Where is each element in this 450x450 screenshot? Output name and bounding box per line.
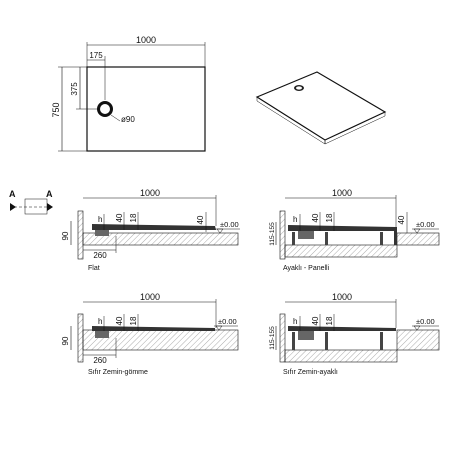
ap-tray [288, 225, 396, 231]
sg-18-label: 18 [129, 316, 138, 325]
sa-h-label: h [293, 317, 297, 326]
sg-wall [77, 313, 84, 363]
flat-40b-label: 40 [196, 215, 205, 224]
ap-drain-body [298, 231, 314, 239]
sg-level-symbol [215, 325, 223, 331]
drain-inner [100, 104, 110, 114]
section-legend: A A [9, 189, 53, 215]
flat-drain-label: 260 [93, 251, 107, 260]
section-sifir-zemin-gomme: 1000 h 40 18 ±0.00 90 260 Sıfır Zemin-gö… [61, 292, 239, 376]
ap-h-label: h [293, 215, 297, 224]
sa-leg-1 [292, 332, 295, 350]
ap-leg-2 [325, 232, 328, 245]
flat-caption: Flat [88, 265, 100, 272]
ap-caption: Ayaklı - Panelli [283, 265, 330, 272]
sa-tray [288, 326, 396, 331]
sa-40a-label: 40 [311, 316, 320, 325]
flat-wall [77, 210, 84, 260]
isometric-view [255, 71, 387, 145]
section-sifir-zemin-ayakli: 1000 h 40 18 ±0.00 115-155 Sıfır Zemin-a… [269, 292, 440, 376]
sg-tray [92, 326, 215, 331]
sa-height-label: 115-155 [269, 326, 276, 350]
ap-floor [284, 244, 398, 258]
sg-height-label: 90 [61, 336, 70, 345]
sa-leg-2 [325, 332, 328, 350]
legend-box [24, 198, 48, 215]
sg-length-label: 1000 [140, 292, 160, 302]
sg-drain-label: 260 [93, 356, 107, 365]
iso-drain-inner [296, 86, 302, 90]
drain-x-label: 175 [89, 51, 103, 60]
ap-level-label: ±0.00 [416, 220, 435, 229]
flat-18-label: 18 [129, 213, 138, 222]
ap-floor-outside [396, 232, 440, 246]
sa-floor [284, 349, 398, 363]
sa-floor-outside [396, 329, 440, 351]
sa-wall [279, 313, 286, 363]
flat-level-label: ±0.00 [220, 220, 239, 229]
sg-caption: Sıfır Zemin-gömme [88, 369, 148, 376]
ap-40a-label: 40 [311, 213, 320, 222]
flat-length-label: 1000 [140, 188, 160, 198]
drain-y-label: 375 [70, 82, 79, 96]
iso-top-face [255, 71, 387, 141]
sg-40a-label: 40 [115, 316, 124, 325]
ap-leg-3 [380, 232, 383, 245]
sg-level-label: ±0.00 [218, 317, 237, 326]
legend-marker-right: A [46, 189, 53, 199]
sa-level-label: ±0.00 [416, 317, 435, 326]
flat-floor [82, 232, 239, 246]
ap-length-label: 1000 [332, 188, 352, 198]
sa-18-label: 18 [325, 316, 334, 325]
flat-h-label: h [98, 215, 102, 224]
height-label: 750 [51, 102, 61, 117]
ap-level-symbol [413, 228, 421, 234]
flat-tray [92, 224, 216, 230]
ap-wall [279, 210, 286, 260]
drain-diameter-label: ø90 [121, 115, 135, 124]
section-ayakli-panelli: 1000 h 40 18 40 ±0.00 115-155 Ayaklı - P… [269, 188, 440, 272]
width-label: 1000 [136, 35, 156, 45]
top-view: 1000 175 750 375 ø90 [51, 35, 206, 152]
flat-40a-label: 40 [115, 213, 124, 222]
ap-panel [394, 227, 397, 245]
ap-18-label: 18 [325, 213, 334, 222]
ap-height-label: 115-155 [269, 222, 276, 246]
flat-drain-body [95, 230, 109, 236]
flat-level-symbol [216, 228, 224, 234]
ap-40b-label: 40 [397, 215, 406, 224]
sa-drain-body [298, 331, 314, 340]
sa-length-label: 1000 [332, 292, 352, 302]
legend-arrow-left [10, 203, 16, 211]
sa-leg-3 [380, 332, 383, 350]
iso-side-face [324, 111, 386, 145]
flat-height-label: 90 [61, 231, 70, 240]
drain-leader [110, 114, 121, 122]
legend-arrow-right [47, 203, 53, 211]
sg-drain-body [95, 331, 109, 338]
sa-caption: Sıfır Zemin-ayaklı [283, 369, 338, 376]
legend-marker-left: A [9, 189, 16, 199]
section-flat: 1000 h 40 18 40 ±0.00 90 260 Flat [61, 188, 240, 272]
sg-h-label: h [98, 317, 102, 326]
ap-leg-1 [292, 232, 295, 245]
sa-level-symbol [413, 325, 421, 331]
